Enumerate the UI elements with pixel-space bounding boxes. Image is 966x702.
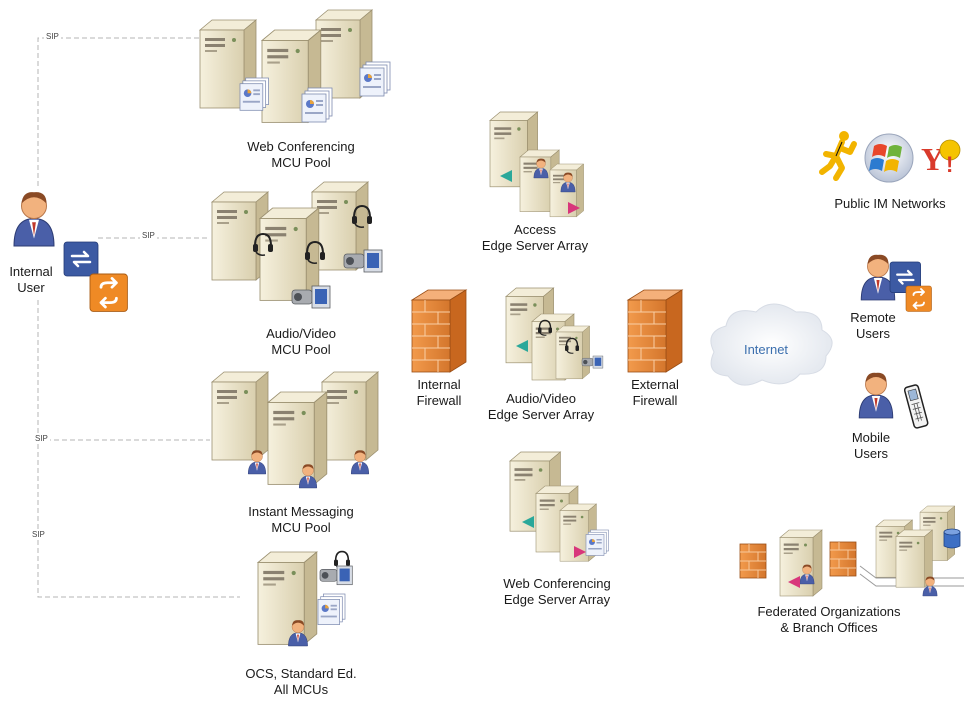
mobile-users <box>858 372 929 429</box>
web-conferencing-mcu-pool-label: Web Conferencing MCU Pool <box>247 139 355 170</box>
sync-icon <box>905 285 933 313</box>
documents-icon <box>317 593 346 626</box>
server-icon <box>211 371 269 461</box>
sip-connectors <box>37 37 240 598</box>
ocs-standard-edition <box>257 550 353 647</box>
av-edge-server-array <box>505 287 604 381</box>
external-firewall-label: External Firewall <box>631 377 679 408</box>
internal-firewall-label: Internal Firewall <box>416 377 462 408</box>
sip-label: SIP <box>44 32 61 41</box>
mobile-phone-icon <box>903 384 929 429</box>
svg-text:!: ! <box>946 152 953 177</box>
remote-users <box>860 254 933 313</box>
internal-user-label: Internal User <box>9 264 53 295</box>
public-im-networks: Y ! <box>819 131 961 183</box>
user-icon <box>858 372 894 419</box>
documents-icon <box>359 61 391 97</box>
instant-messaging-mcu-pool <box>211 371 379 489</box>
internet-cloud <box>710 303 833 386</box>
aim-logo <box>819 131 857 181</box>
sip-label: SIP <box>33 434 50 443</box>
internal-firewall <box>410 289 468 373</box>
sync-icon <box>62 240 100 278</box>
arrow-icon <box>522 516 534 528</box>
sip-label: SIP <box>140 231 157 240</box>
mobile-users-label: Mobile Users <box>851 430 891 461</box>
database-icon <box>943 528 961 549</box>
firewall-icon <box>739 543 767 579</box>
svg-text:Y: Y <box>921 141 944 177</box>
arrow-icon <box>574 546 586 558</box>
video-camera-icon <box>319 565 353 586</box>
documents-icon <box>301 87 333 123</box>
audio-video-mcu-pool <box>211 181 383 309</box>
remote-users-label: Remote Users <box>850 310 896 341</box>
av-edge-server-array-label: Audio/Video Edge Server Array <box>487 391 595 422</box>
access-edge-server-array <box>489 111 584 218</box>
federated-organizations <box>739 505 964 597</box>
web-conferencing-edge-server-array <box>509 451 609 562</box>
sip-connector-trunk <box>37 300 240 598</box>
server-icon <box>321 371 379 461</box>
public-im-networks-label: Public IM Networks <box>834 196 946 211</box>
sip-connector-web-conf <box>37 37 210 186</box>
arrow-icon <box>788 576 800 588</box>
web-conferencing-mcu-pool <box>199 9 391 123</box>
yahoo-messenger-logo: Y ! <box>921 139 961 177</box>
ocs-standard-edition-label: OCS, Standard Ed. All MCUs <box>245 666 357 697</box>
windows-messenger-logo <box>864 133 914 183</box>
sip-label: SIP <box>30 530 47 539</box>
access-edge-server-array-label: Access Edge Server Array <box>481 222 589 253</box>
sync-icon <box>88 272 129 313</box>
server-icon <box>257 551 318 645</box>
firewall-icon <box>829 541 857 577</box>
web-conferencing-edge-server-array-label: Web Conferencing Edge Server Array <box>503 576 611 607</box>
arrow-icon <box>516 340 528 352</box>
documents-icon <box>239 77 269 111</box>
federated-organizations-label: Federated Organizations & Branch Offices <box>757 604 901 635</box>
instant-messaging-mcu-pool-label: Instant Messaging MCU Pool <box>248 504 354 535</box>
user-icon <box>13 191 55 247</box>
server-icon <box>779 529 823 597</box>
documents-icon <box>585 529 609 556</box>
server-icon <box>267 391 328 485</box>
arrow-icon <box>500 170 512 182</box>
external-firewall <box>626 289 684 373</box>
internet-label: Internet <box>743 342 789 357</box>
server-icon <box>555 325 590 380</box>
arrow-icon <box>568 202 580 214</box>
audio-video-mcu-pool-label: Audio/Video MCU Pool <box>266 326 336 357</box>
